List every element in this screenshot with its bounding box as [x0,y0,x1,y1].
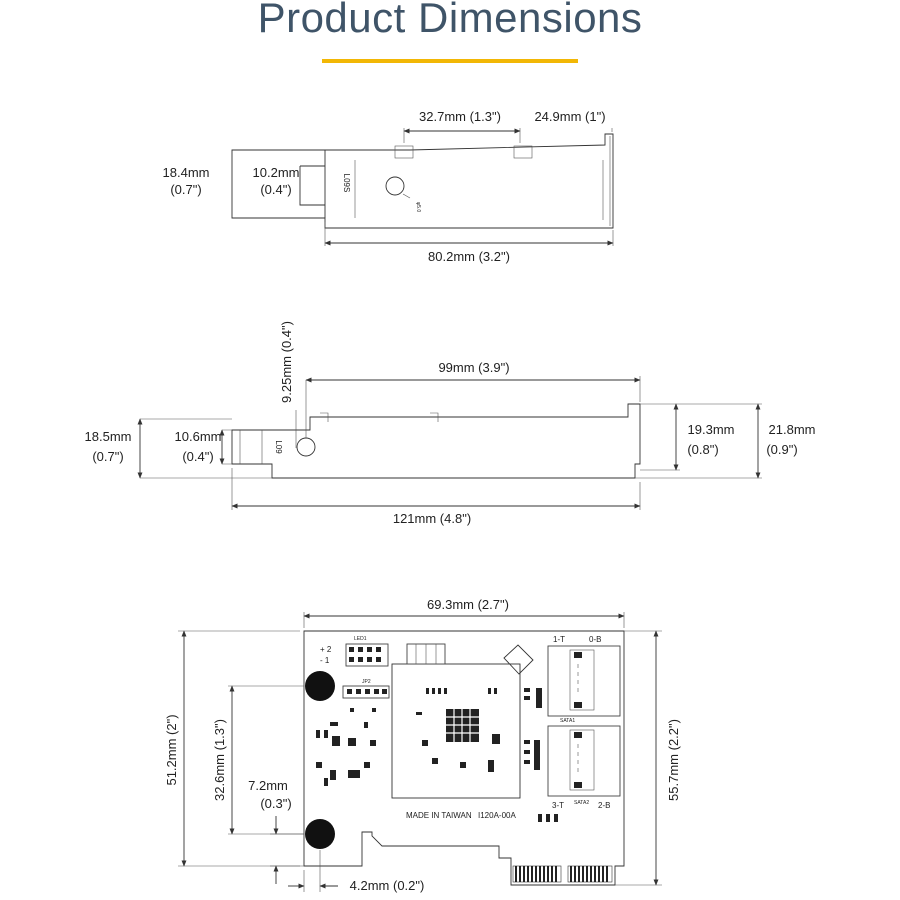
side-tab-mm: 10.6mm [175,429,222,444]
port-1t-label: 1-T [553,635,565,644]
made-in-label: MADE IN TAIWAN [406,811,472,820]
side-bracket-stamp: L09 [274,440,283,454]
board-height-b: 32.6mm (1.3") [212,719,227,801]
hole-diameter-label: φ5.0 [415,202,421,212]
side-right-b-in: (0.9") [766,442,797,457]
top-bracket-view: L09S φ5.0 32.7mm (1.3") 24.9mm (1") 18.4… [163,109,614,264]
top-tab-in: (0.4") [260,182,291,197]
side-tab-in: (0.4") [182,449,213,464]
side-length: 121mm (4.8") [393,511,471,526]
top-length: 80.2mm (3.2") [428,249,510,264]
side-right-b-mm: 21.8mm [769,422,816,437]
sata-port-2 [547,725,621,797]
board-edge-in: (0.3") [260,796,291,811]
led-label: LED1 [354,636,367,642]
led-header: + 2 - 1 LED1 [320,636,446,667]
pcb-board-view: + 2 - 1 LED1 JP2 [164,597,681,893]
chip-area [391,663,521,799]
board-edge-mm: 7.2mm [248,778,288,793]
board-dimension-lines [178,612,662,892]
hole-icon [296,437,316,457]
top-bracket-outline: L09S φ5.0 [231,133,614,229]
jp-header: JP2 [342,679,390,699]
page-title: Product Dimensions [257,0,643,41]
hole-icon [385,176,405,196]
board-height-a: 51.2mm (2") [164,714,179,785]
sata-port-1 [547,645,621,717]
side-dimension-lines [137,376,762,510]
board-width: 69.3mm (2.7") [427,597,509,612]
top-dim-a: 32.7mm (1.3") [419,109,501,124]
sata1-label: SATA1 [560,718,575,724]
mounting-hole-icon [305,819,335,849]
title-underline [322,59,578,63]
side-hole-offset: 9.25mm (0.4") [279,321,294,403]
pcb-outline [303,630,625,886]
smd-components [316,688,558,822]
top-dim-b: 24.9mm (1") [534,109,605,124]
port-0b-label: 0-B [589,635,601,644]
pcie-connector [512,865,613,883]
port-3t-label: 3-T [552,801,564,810]
port-2b-label: 2-B [598,801,610,810]
jp-label: JP2 [362,679,371,685]
side-left-in: (0.7") [92,449,123,464]
side-span: 99mm (3.9") [438,360,509,375]
board-bottom-offset: 4.2mm (0.2") [350,878,425,893]
mounting-hole-icon [305,671,335,701]
sata2-label: SATA2 [574,800,589,806]
led-minus-label: - 1 [320,656,330,665]
side-right-a-mm: 19.3mm [688,422,735,437]
top-height-mm: 18.4mm [163,165,210,180]
bracket-stamp: L09S [342,174,351,193]
led-plus-label: + 2 [320,645,332,654]
side-bracket-outline: L09 [231,403,641,479]
top-height-in: (0.7") [170,182,201,197]
side-left-mm: 18.5mm [85,429,132,444]
top-tab-mm: 10.2mm [253,165,300,180]
top-dimension-lines [324,128,614,246]
side-bracket-view: L09 9.25mm (0.4") 99mm (3.9") 18.5mm (0.… [85,321,816,526]
model-label: I120A-00A [478,811,516,820]
side-right-a-in: (0.8") [687,442,718,457]
board-height-c: 55.7mm (2.2") [666,719,681,801]
